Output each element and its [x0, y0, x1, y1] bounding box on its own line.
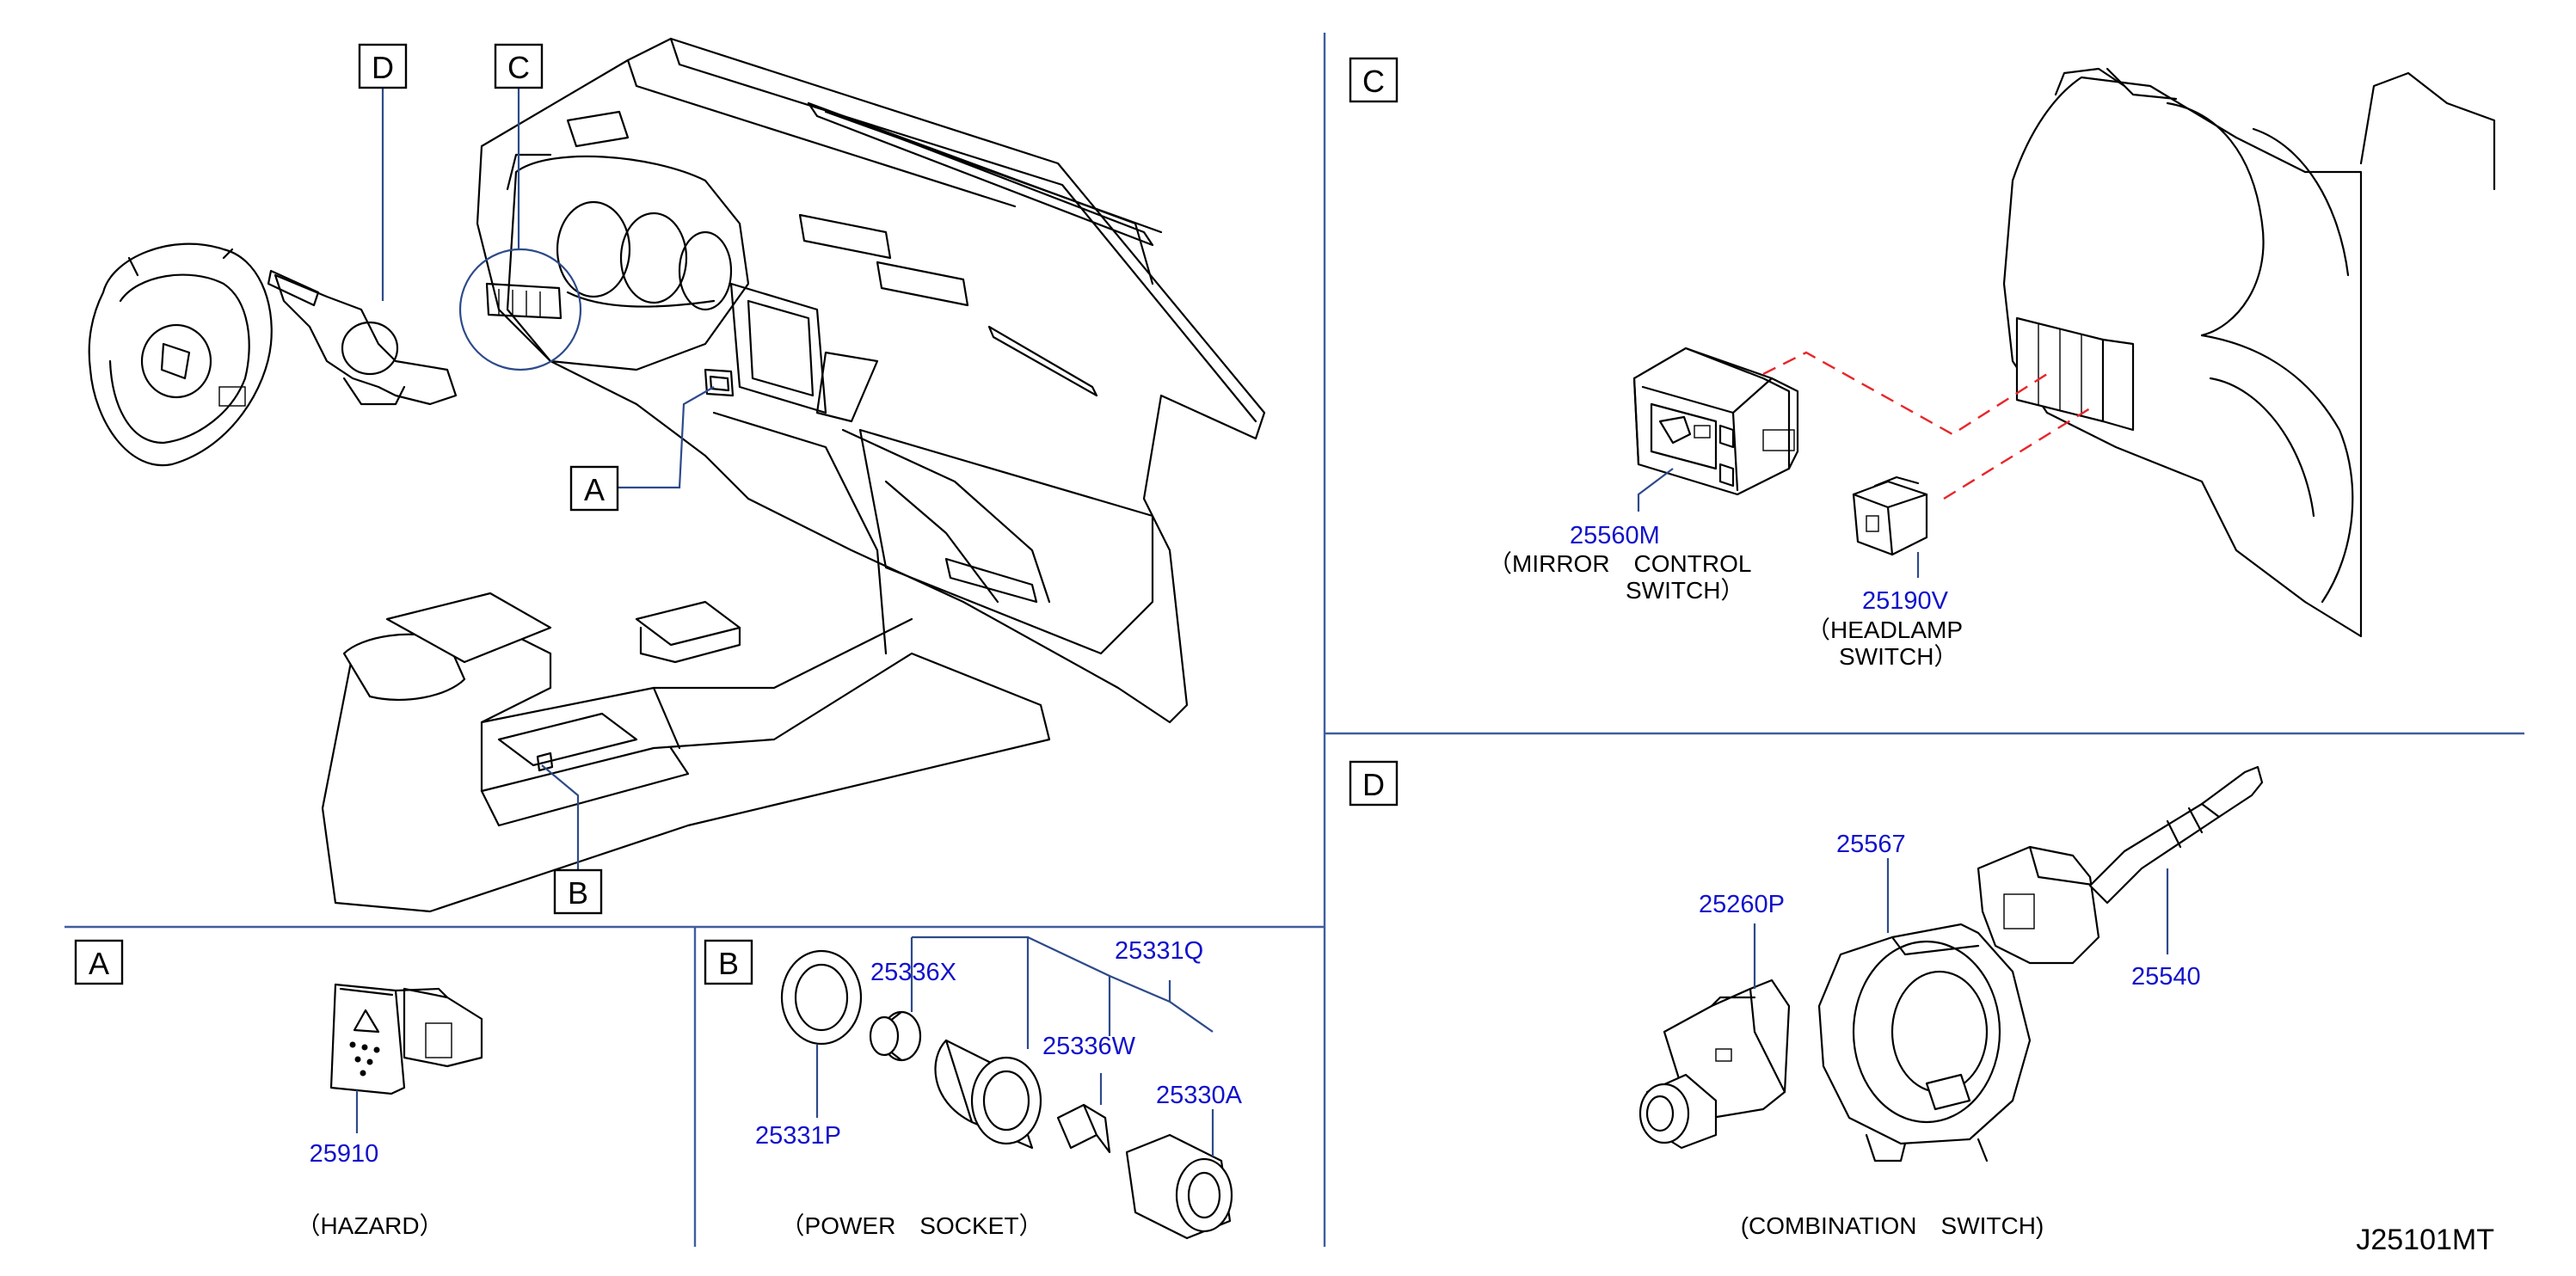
desc-headlamp-line2: SWITCH） [1839, 643, 1958, 670]
dashboard-overview [321, 37, 1266, 913]
section-d-label: D [1362, 767, 1385, 802]
callout-d-box: D [358, 43, 408, 89]
steering-wheel-overview [88, 242, 273, 467]
part-number-25190v: 25190V [1862, 587, 1949, 615]
callout-c-label: C [507, 50, 530, 85]
combination-switch-overview [267, 269, 458, 406]
caption-combination-switch: (COMBINATION SWITCH) [1741, 1212, 2044, 1239]
section-b-label: B [718, 946, 739, 981]
diagram-code: J25101MT [2356, 1224, 2494, 1256]
part-number-25336x: 25336X [870, 959, 956, 986]
section-b-box: B [704, 939, 753, 985]
power-socket-leaders [815, 936, 1214, 1156]
section-a-label: A [89, 946, 109, 981]
callout-d-label: D [372, 50, 394, 85]
desc-mirror-line2: SWITCH） [1626, 577, 1744, 604]
mirror-control-switch-drawing [1632, 347, 1799, 496]
desc-mirror-line1: （MIRROR CONTROL [1488, 550, 1751, 577]
spiral-cable-25567-drawing [1817, 923, 2032, 1163]
panel-d-leaders [1753, 858, 2169, 989]
part-number-25260p: 25260P [1699, 891, 1785, 918]
part-number-25910: 25910 [310, 1140, 379, 1168]
section-a-box: A [74, 939, 124, 985]
callout-a-label: A [584, 472, 605, 507]
part-number-25567: 25567 [1836, 831, 1906, 858]
caption-power-socket: （POWER SOCKET） [781, 1212, 1043, 1239]
part-number-25336w: 25336W [1042, 1033, 1136, 1060]
stalk-25540-drawing [1977, 765, 2264, 965]
callout-c-box: C [494, 43, 544, 89]
power-socket-drawing [780, 949, 1233, 1240]
callout-b-label: B [568, 875, 588, 911]
overview-leaders [381, 89, 715, 870]
callout-c-magnifier [458, 248, 582, 371]
section-c-box: C [1349, 57, 1399, 103]
part-number-25330a: 25330A [1156, 1082, 1243, 1109]
part-number-25331p: 25331P [755, 1122, 841, 1150]
panel-c-leaders [1637, 468, 1920, 578]
panel-dividers [65, 33, 2524, 1247]
callout-a-box: A [569, 465, 619, 512]
panel-c-dashed-connectors [1762, 351, 2091, 500]
headlamp-switch-drawing [1852, 475, 1928, 556]
hazard-switch-drawing [329, 983, 483, 1095]
stalk-25260p-drawing [1638, 978, 1791, 1150]
dashboard-detail-c [2002, 67, 2496, 638]
callout-b-box: B [553, 868, 603, 915]
part-number-25540: 25540 [2131, 963, 2201, 991]
desc-headlamp-line1: （HEADLAMP [1806, 617, 1963, 643]
part-number-25560m: 25560M [1570, 522, 1660, 549]
part-number-25331q: 25331Q [1115, 937, 1203, 965]
caption-hazard: （HAZARD） [296, 1212, 443, 1239]
section-d-box: D [1349, 760, 1399, 807]
section-c-label: C [1362, 64, 1385, 99]
